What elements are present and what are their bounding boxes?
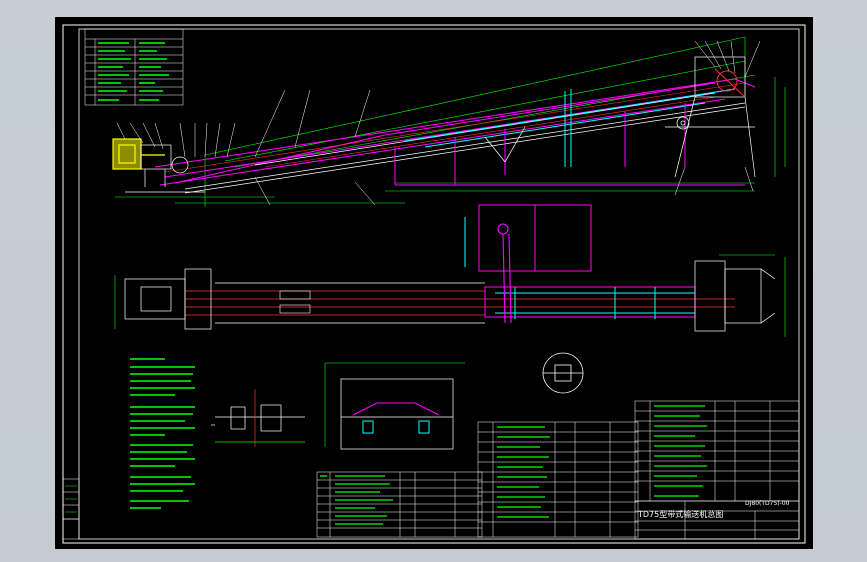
left-stamp-blocks bbox=[62, 478, 80, 540]
conveyor-assembly-drawing: TD75型带式输送机总图 DJ80(TD75)-00 bbox=[62, 24, 806, 544]
parts-list-entries bbox=[320, 405, 707, 525]
circle-section-icon bbox=[542, 352, 584, 394]
outer-border bbox=[62, 24, 806, 544]
drawing-number: DJ80(TD75)-00 bbox=[745, 500, 790, 507]
technical-notes bbox=[130, 358, 195, 509]
cross-section-detail bbox=[324, 362, 465, 450]
elevation-view bbox=[112, 36, 786, 207]
shaft-detail bbox=[211, 389, 305, 447]
tail-drive-unit bbox=[112, 138, 165, 170]
drawing-title: TD75型带式输送机总图 bbox=[637, 509, 723, 519]
cad-viewport[interactable]: TD75型带式输送机总图 DJ80(TD75)-00 bbox=[55, 17, 813, 549]
parts-list-table bbox=[316, 400, 800, 540]
parameter-table bbox=[84, 28, 184, 106]
plan-view bbox=[114, 204, 786, 337]
inner-border bbox=[78, 28, 800, 540]
